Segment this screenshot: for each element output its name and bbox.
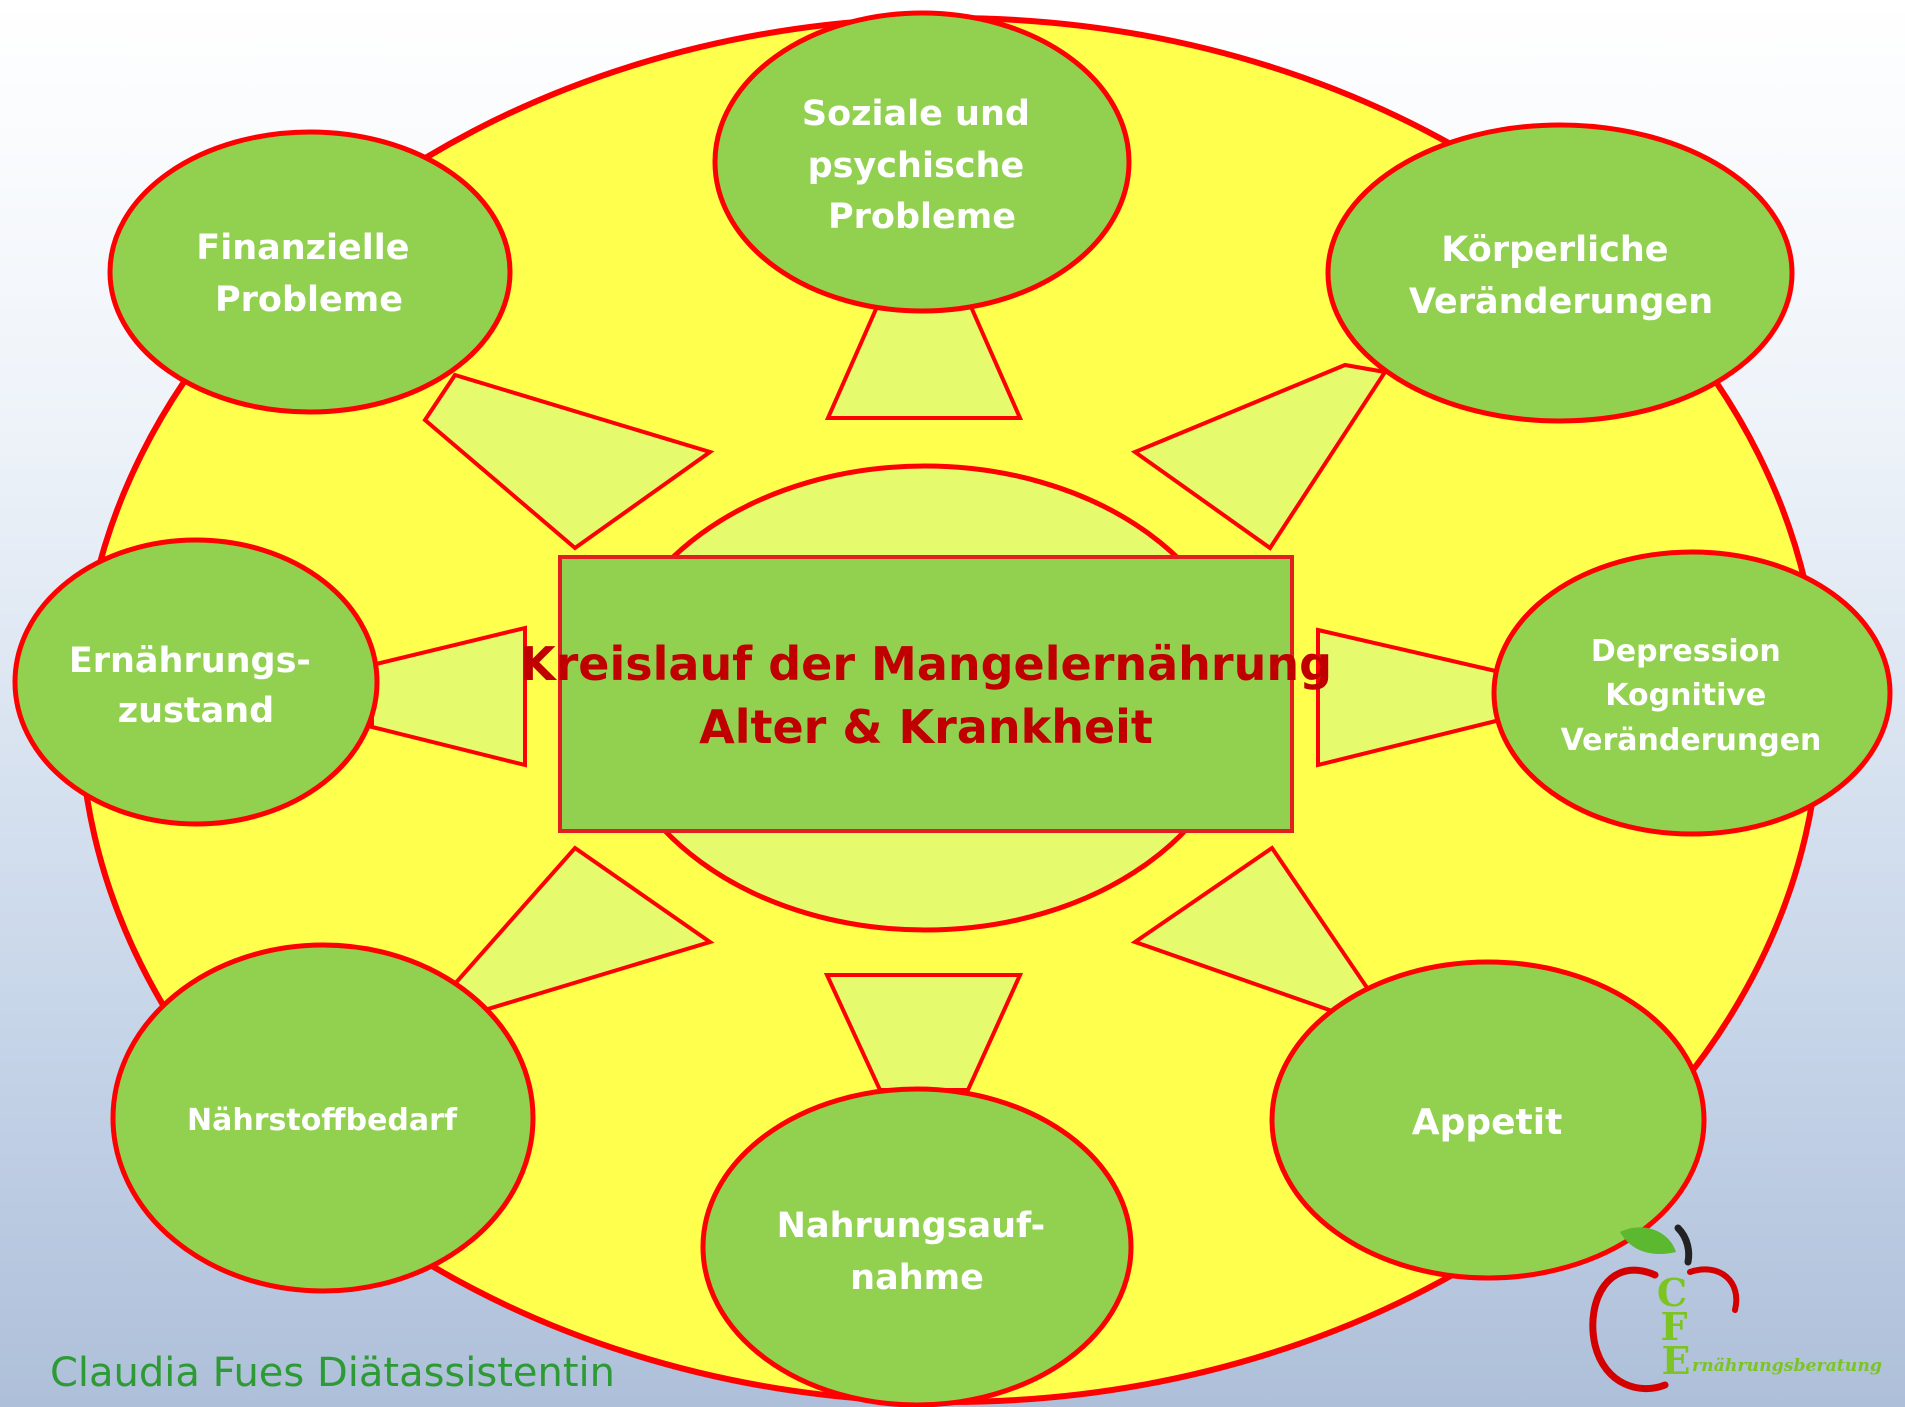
- logo-letter-f: F: [1661, 1304, 1688, 1349]
- center-title-line-1: Kreislauf der Mangelernährung: [520, 637, 1332, 691]
- label-finanzielle: Finanzielle Probleme: [196, 228, 421, 320]
- connector-top-right: [1130, 362, 1389, 551]
- center-title: Kreislauf der Mangelernährung: [520, 637, 1332, 691]
- node-nahrungsaufnahme: [700, 1086, 1134, 1407]
- logo-text: rnährungsberatung: [1692, 1356, 1882, 1376]
- logo-letter-c: C: [1657, 1270, 1687, 1315]
- ernaehrungsberatung-logo: C F E rnährungsberatung: [1589, 1224, 1882, 1393]
- logo-stem-icon: [1674, 1224, 1693, 1266]
- logo-letter-e: E: [1662, 1338, 1691, 1383]
- label-nahrungsaufnahme: Nahrungsauf- nahme: [777, 1206, 1058, 1298]
- node-ernaehrungszustand: [12, 537, 380, 827]
- node-appetit: [1269, 959, 1707, 1281]
- node-soziale-psychische-probleme: [712, 10, 1132, 314]
- logo-apple-outline: [1589, 1266, 1669, 1393]
- center-box: [558, 555, 1294, 833]
- node-naehrstoffbedarf: [110, 942, 536, 1294]
- center-title-line-2: Alter & Krankheit: [699, 700, 1153, 754]
- label-appetit: Appetit: [1412, 1102, 1563, 1143]
- center-subtitle: Alter & Krankheit: [699, 700, 1153, 754]
- node-finanzielle-probleme: [107, 129, 513, 415]
- node-depression-kognitive-veraenderungen: [1491, 549, 1893, 837]
- logo-leaf-icon: [1620, 1227, 1676, 1254]
- logo-apple-outline-right: [1687, 1266, 1740, 1313]
- label-naehrstoffbedarf: Nährstoffbedarf: [187, 1103, 458, 1138]
- label-depression: Depression Kognitive Veränderungen: [1561, 634, 1822, 758]
- label-koerperliche: Körperliche Veränderungen: [1409, 230, 1713, 322]
- node-koerperliche-veraenderungen: [1325, 122, 1795, 424]
- connector-top-left: [422, 372, 715, 551]
- label-soziale: Soziale und psychische Probleme: [802, 94, 1042, 237]
- footer-author: Claudia Fues Diätassistentin: [50, 1350, 616, 1396]
- label-ernaehrungszustand: Ernährungs- zustand: [69, 641, 323, 731]
- connector-bottom: [823, 973, 1024, 1092]
